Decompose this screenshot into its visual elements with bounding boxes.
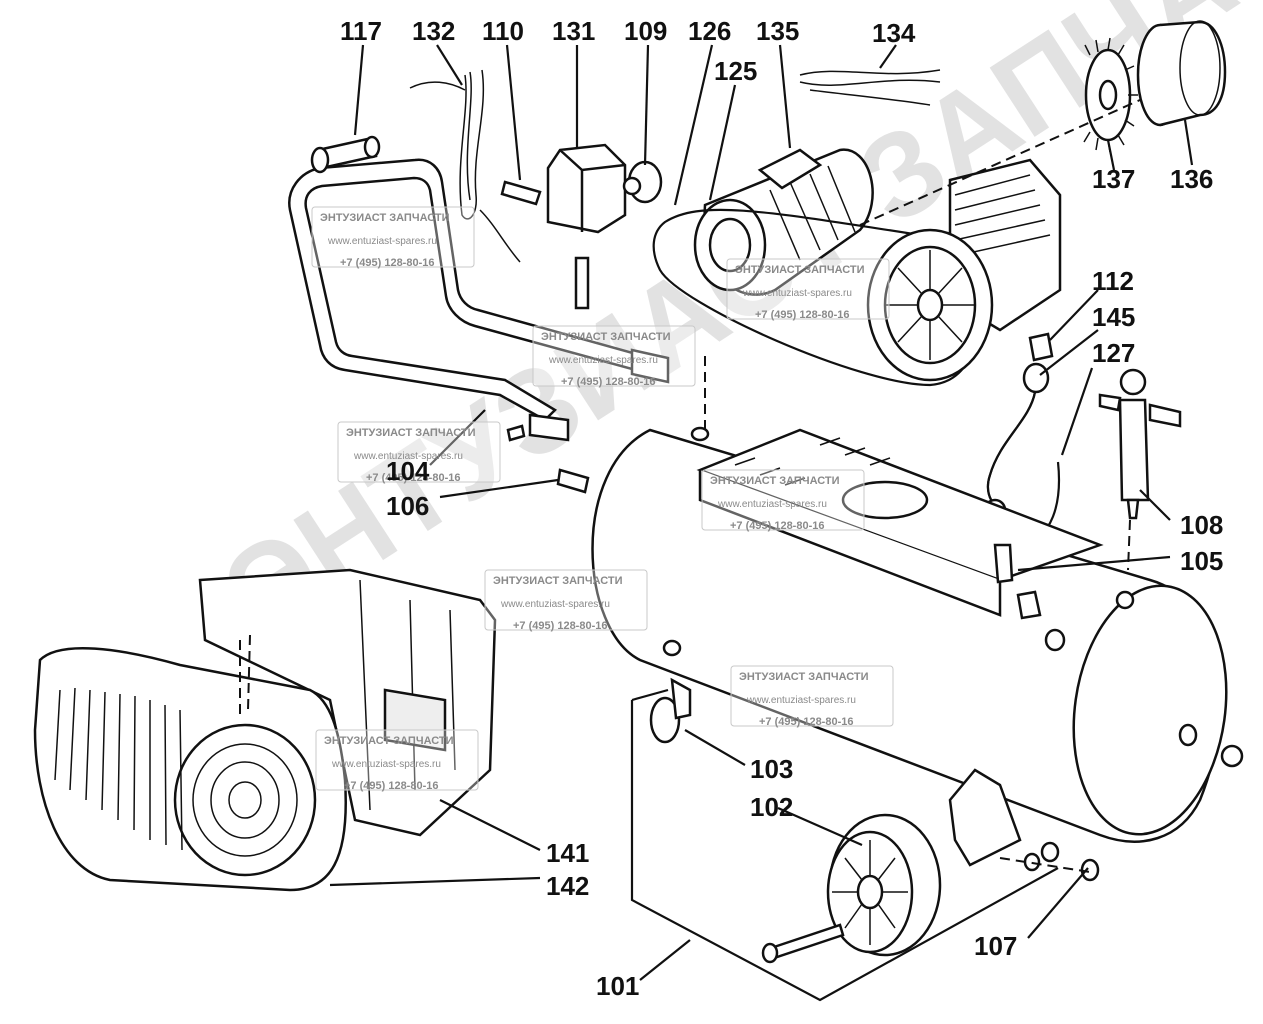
part-label-132: 132 [412, 16, 455, 46]
wires-132 [409, 69, 521, 263]
gauge-109 [622, 160, 663, 204]
part-label-141: 141 [546, 838, 589, 868]
part-label-105: 105 [1180, 546, 1223, 576]
drain-107 [1023, 841, 1100, 882]
watermark-brand: ЭНТУЗИАСТ ЗАПЧАСТИ [493, 575, 623, 587]
part-label-104: 104 [386, 456, 430, 486]
fitting-105 [993, 543, 1066, 652]
assembly-dash-lines [239, 350, 1131, 873]
fan-137 [1083, 37, 1138, 153]
watermark-stamp-7: ЭНТУЗИАСТ ЗАПЧАСТИ www.entuziast-spares.… [730, 665, 894, 728]
part-label-103: 103 [750, 754, 793, 784]
part-label-117: 117 [340, 16, 382, 46]
watermark-site: www.entuziast-spares.ru [742, 288, 852, 299]
wires-134 [799, 69, 941, 106]
part-label-125: 125 [714, 56, 757, 86]
watermark-phone: +7 (495) 128-80-16 [344, 780, 438, 792]
part-label-135: 135 [756, 16, 799, 46]
cover-142 [33, 647, 347, 892]
watermark-stamp-6: ЭНТУЗИАСТ ЗАПЧАСТИ www.entuziast-spares.… [484, 569, 648, 632]
fitting-110 [500, 180, 542, 206]
compressor-pump [866, 158, 1062, 382]
part-label-145: 145 [1092, 302, 1135, 332]
part-label-102: 102 [750, 792, 793, 822]
shroud-141 [198, 568, 497, 837]
watermark-site: www.entuziast-spares.ru [500, 599, 610, 610]
wheel-102 [761, 813, 942, 964]
watermark-phone: +7 (495) 128-80-16 [730, 520, 824, 532]
watermark-site: www.entuziast-spares.ru [746, 695, 856, 706]
ring-136 [1136, 20, 1227, 127]
handle-104 [288, 158, 670, 442]
part-label-101: 101 [596, 971, 639, 1001]
watermark-phone: +7 (495) 128-80-16 [340, 257, 434, 269]
part-label-110: 110 [482, 16, 524, 46]
caster-103 [649, 639, 692, 744]
watermark-stamp-5: ЭНТУЗИАСТ ЗАПЧАСТИ www.entuziast-spares.… [701, 469, 865, 532]
part-label-112: 112 [1092, 266, 1134, 296]
filter-108 [1098, 368, 1182, 520]
watermark-brand: ЭНТУЗИАСТ ЗАПЧАСТИ [346, 427, 476, 439]
watermark-stamp-2: ЭНТУЗИАСТ ЗАПЧАСТИ www.entuziast-spares.… [532, 325, 696, 388]
watermark-stamp-3: ЭНТУЗИАСТ ЗАПЧАСТИ www.entuziast-spares.… [726, 258, 890, 321]
motor-135 [693, 148, 874, 296]
fitting-145 [983, 362, 1050, 522]
watermark-phone: +7 (495) 128-80-16 [513, 620, 607, 632]
screw-104b [506, 424, 526, 442]
pressure-switch-131 [546, 143, 627, 310]
watermark-stamp-8: ЭНТУЗИАСТ ЗАПЧАСТИ www.entuziast-spares.… [315, 729, 479, 792]
watermark-phone: +7 (495) 128-80-16 [759, 716, 853, 728]
bolt-117 [310, 135, 381, 174]
part-label-106: 106 [386, 491, 429, 521]
watermark-phone: +7 (495) 128-80-16 [755, 309, 849, 321]
part-label-107: 107 [974, 931, 1017, 961]
part-label-127: 127 [1092, 338, 1135, 368]
watermark-brand: ЭНТУЗИАСТ ЗАПЧАСТИ [735, 264, 865, 276]
part-labels: 117 132 110 131 109 126 135 134 125 137 … [340, 16, 1223, 1001]
watermark-stamp-1: ЭНТУЗИАСТ ЗАПЧАСТИ www.entuziast-spares.… [311, 206, 475, 269]
watermark-site: www.entuziast-spares.ru [548, 355, 658, 366]
axis-line [859, 99, 1141, 226]
watermark-brand: ЭНТУЗИАСТ ЗАПЧАСТИ [710, 475, 840, 487]
part-label-108: 108 [1180, 510, 1223, 540]
part-label-134: 134 [872, 18, 916, 48]
watermark-stamp-4: ЭНТУЗИАСТ ЗАПЧАСТИ www.entuziast-spares.… [337, 421, 501, 484]
watermark-phone: +7 (495) 128-80-16 [561, 376, 655, 388]
part-label-142: 142 [546, 871, 589, 901]
watermark-brand: ЭНТУЗИАСТ ЗАПЧАСТИ [541, 331, 671, 343]
part-label-137: 137 [1092, 164, 1135, 194]
air-tank [591, 426, 1244, 867]
fitting-106 [556, 468, 590, 494]
watermark-site: www.entuziast-spares.ru [331, 759, 441, 770]
watermark-brand: ЭНТУЗИАСТ ЗАПЧАСТИ [324, 735, 454, 747]
part-label-109: 109 [624, 16, 667, 46]
watermark-phone: +7 (495) 128-80-16 [366, 472, 460, 484]
fitting-112 [1028, 332, 1054, 362]
part-label-126: 126 [688, 16, 731, 46]
watermark-brand: ЭНТУЗИАСТ ЗАПЧАСТИ [320, 212, 450, 224]
watermark-site: www.entuziast-spares.ru [327, 236, 437, 247]
part-label-131: 131 [552, 16, 595, 46]
watermark-site: www.entuziast-spares.ru [717, 499, 827, 510]
watermark-site: www.entuziast-spares.ru [353, 451, 463, 462]
part-label-136: 136 [1170, 164, 1213, 194]
callout-lines [329, 44, 1194, 1002]
watermark-brand: ЭНТУЗИАСТ ЗАПЧАСТИ [739, 671, 869, 683]
